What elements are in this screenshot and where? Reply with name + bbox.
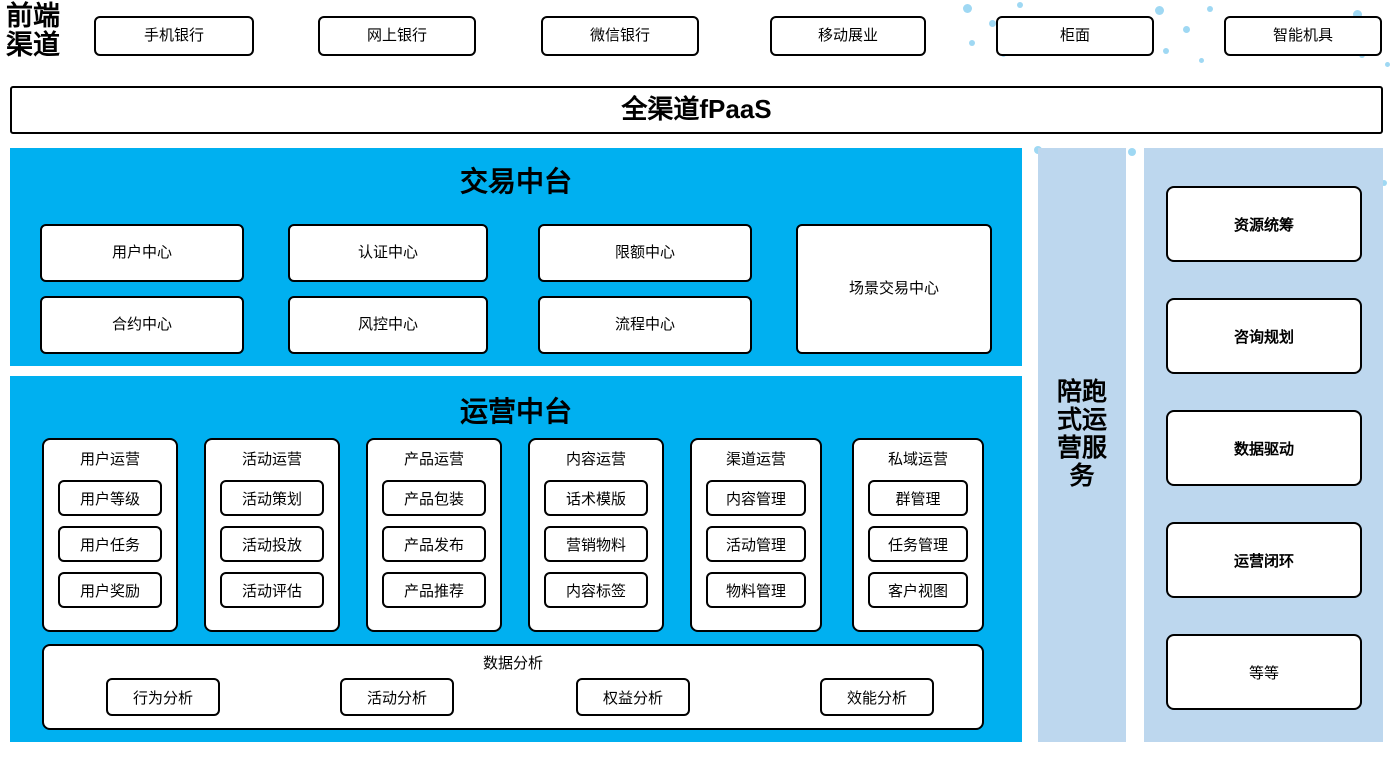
analysis-item-campaign[interactable]: 活动分析 [340, 678, 454, 716]
item-label: 认证中心 [357, 244, 418, 261]
service-strip-label: 陪跑 式运 营服 务 [1056, 378, 1107, 490]
channel-label: 手机银行 [143, 27, 204, 44]
transaction-item-scenario-center[interactable]: 场景交易中心 [796, 224, 992, 354]
item-label: 风控中心 [357, 316, 418, 333]
item-label: 营销物料 [565, 536, 626, 554]
operation-center-title: 运营中台 [459, 396, 572, 427]
channel-label: 智能机具 [1272, 27, 1333, 44]
operation-item-task-manage[interactable]: 任务管理 [868, 526, 968, 562]
operation-column-title: 产品运营 [403, 451, 464, 468]
channel-label: 网上银行 [366, 27, 427, 44]
operation-column-title: 活动运营 [241, 451, 302, 468]
operation-item-product-package[interactable]: 产品包装 [382, 480, 486, 516]
item-label: 产品包装 [403, 490, 464, 508]
item-label: 资源统筹 [1233, 216, 1294, 234]
operation-item-script-template[interactable]: 话术模版 [544, 480, 648, 516]
operation-item-campaign-manage[interactable]: 活动管理 [706, 526, 806, 562]
analysis-item-efficiency[interactable]: 效能分析 [820, 678, 934, 716]
item-label: 流程中心 [614, 316, 675, 333]
operation-item-campaign-plan[interactable]: 活动策划 [220, 480, 324, 516]
item-label: 场景交易中心 [848, 280, 939, 297]
right-item-resource-coordination[interactable]: 资源统筹 [1166, 186, 1362, 262]
operation-item-material-manage[interactable]: 物料管理 [706, 572, 806, 608]
analysis-item-benefit[interactable]: 权益分析 [576, 678, 690, 716]
right-item-consulting-planning[interactable]: 咨询规划 [1166, 298, 1362, 374]
item-label: 用户奖励 [79, 582, 140, 600]
operation-item-content-tag[interactable]: 内容标签 [544, 572, 648, 608]
item-label: 活动管理 [725, 536, 786, 554]
item-label: 物料管理 [725, 582, 786, 600]
operation-column-title: 私域运营 [887, 451, 948, 468]
channel-label: 移动展业 [817, 27, 878, 44]
item-label: 任务管理 [887, 536, 948, 554]
item-label: 活动策划 [241, 490, 302, 508]
operation-column-title: 内容运营 [565, 451, 626, 468]
transaction-item-risk-center[interactable]: 风控中心 [288, 296, 488, 354]
operation-item-campaign-launch[interactable]: 活动投放 [220, 526, 324, 562]
item-label: 效能分析 [846, 689, 907, 707]
transaction-item-user-center[interactable]: 用户中心 [40, 224, 244, 282]
item-label: 活动分析 [366, 689, 427, 707]
transaction-center-title: 交易中台 [459, 166, 572, 197]
item-label: 产品推荐 [403, 582, 464, 600]
operation-item-campaign-eval[interactable]: 活动评估 [220, 572, 324, 608]
item-label: 合约中心 [111, 316, 172, 333]
item-label: 话术模版 [565, 490, 626, 508]
channel-box-online-bank[interactable]: 网上银行 [318, 16, 476, 56]
operation-item-product-recommend[interactable]: 产品推荐 [382, 572, 486, 608]
transaction-item-contract-center[interactable]: 合约中心 [40, 296, 244, 354]
item-label: 用户中心 [111, 244, 172, 261]
channel-box-smart-machine[interactable]: 智能机具 [1224, 16, 1382, 56]
item-label: 等等 [1248, 664, 1279, 682]
analysis-item-behavior[interactable]: 行为分析 [106, 678, 220, 716]
item-label: 用户任务 [79, 536, 140, 554]
transaction-item-limit-center[interactable]: 限额中心 [538, 224, 752, 282]
item-label: 内容管理 [725, 490, 786, 508]
channel-box-wechat-bank[interactable]: 微信银行 [541, 16, 699, 56]
fpaas-bar: 全渠道fPaaS [10, 86, 1383, 134]
operation-column-title: 渠道运营 [725, 451, 786, 468]
operation-item-user-level[interactable]: 用户等级 [58, 480, 162, 516]
right-item-etc[interactable]: 等等 [1166, 634, 1362, 710]
right-item-closed-loop[interactable]: 运营闭环 [1166, 522, 1362, 598]
item-label: 数据驱动 [1233, 440, 1294, 458]
item-label: 活动评估 [241, 582, 302, 600]
channel-label: 微信银行 [589, 27, 650, 44]
channel-box-mobile-bank[interactable]: 手机银行 [94, 16, 254, 56]
channel-box-counter[interactable]: 柜面 [996, 16, 1154, 56]
operation-item-product-release[interactable]: 产品发布 [382, 526, 486, 562]
operation-item-marketing-material[interactable]: 营销物料 [544, 526, 648, 562]
front-end-channel-label: 前端 渠道 [6, 1, 60, 61]
operation-item-content-manage[interactable]: 内容管理 [706, 480, 806, 516]
operation-column-title: 用户运营 [79, 451, 140, 468]
item-label: 咨询规划 [1233, 328, 1294, 346]
item-label: 行为分析 [132, 689, 193, 707]
item-label: 运营闭环 [1233, 552, 1294, 570]
item-label: 限额中心 [614, 244, 675, 261]
transaction-item-process-center[interactable]: 流程中心 [538, 296, 752, 354]
channel-box-mobile-business[interactable]: 移动展业 [770, 16, 926, 56]
accompanying-operation-service-strip: 陪跑 式运 营服 务 [1038, 148, 1126, 742]
fpaas-label: 全渠道fPaaS [621, 94, 772, 125]
item-label: 客户视图 [887, 582, 948, 600]
operation-item-user-task[interactable]: 用户任务 [58, 526, 162, 562]
item-label: 用户等级 [79, 490, 140, 508]
right-item-data-driven[interactable]: 数据驱动 [1166, 410, 1362, 486]
channel-label: 柜面 [1059, 27, 1090, 44]
operation-item-user-reward[interactable]: 用户奖励 [58, 572, 162, 608]
data-analysis-title: 数据分析 [482, 655, 543, 672]
item-label: 产品发布 [403, 536, 464, 554]
item-label: 群管理 [895, 490, 941, 508]
item-label: 权益分析 [602, 689, 663, 707]
operation-item-group-manage[interactable]: 群管理 [868, 480, 968, 516]
transaction-item-auth-center[interactable]: 认证中心 [288, 224, 488, 282]
item-label: 内容标签 [565, 582, 626, 600]
item-label: 活动投放 [241, 536, 302, 554]
operation-item-customer-view[interactable]: 客户视图 [868, 572, 968, 608]
